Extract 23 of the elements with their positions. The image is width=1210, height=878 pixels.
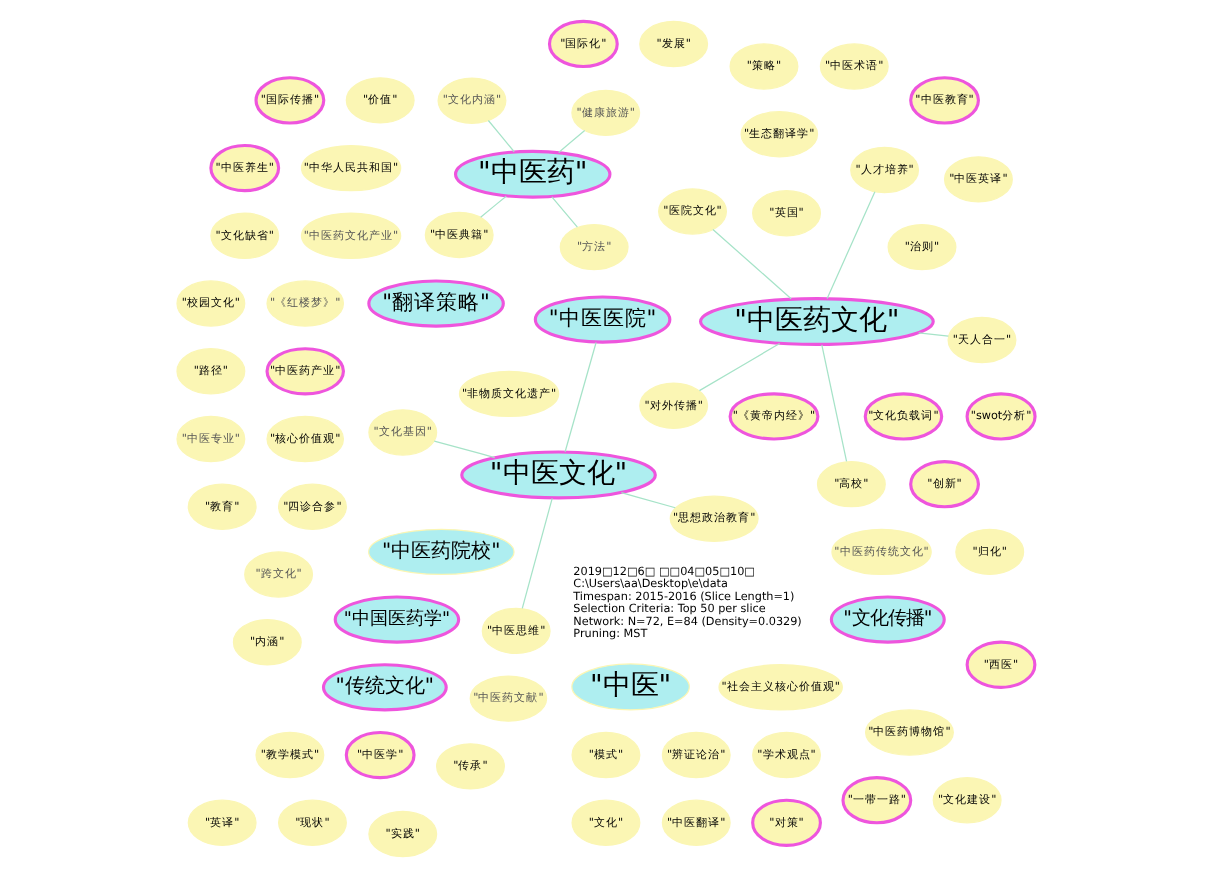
node-ellipse: "传统文化": [320, 663, 447, 712]
node-ellipse: "中医文化": [459, 450, 656, 500]
connector: [825, 191, 875, 300]
node-ellipse: "中国医药学": [332, 595, 460, 644]
node-ellipse: "中医": [570, 663, 689, 711]
connector: [557, 129, 585, 154]
node-ellipse: "中医药文化": [697, 297, 934, 346]
connector: [917, 332, 948, 337]
connector: [820, 344, 847, 463]
node-ellipse: "中医药院校": [367, 528, 514, 576]
connector: [697, 342, 780, 392]
connector: [432, 440, 495, 459]
connector: [619, 492, 675, 509]
connector: [486, 119, 514, 153]
connector: [550, 196, 577, 228]
connector: [711, 228, 791, 300]
connector: [479, 195, 506, 218]
node-ellipse: "翻译策略": [366, 279, 504, 328]
node-ellipse: "文化传播": [828, 595, 945, 644]
connector: [520, 497, 552, 610]
node-ellipse: "中医药": [452, 149, 611, 199]
connector: [563, 341, 596, 453]
node-ellipse: "中医医院": [532, 295, 671, 344]
